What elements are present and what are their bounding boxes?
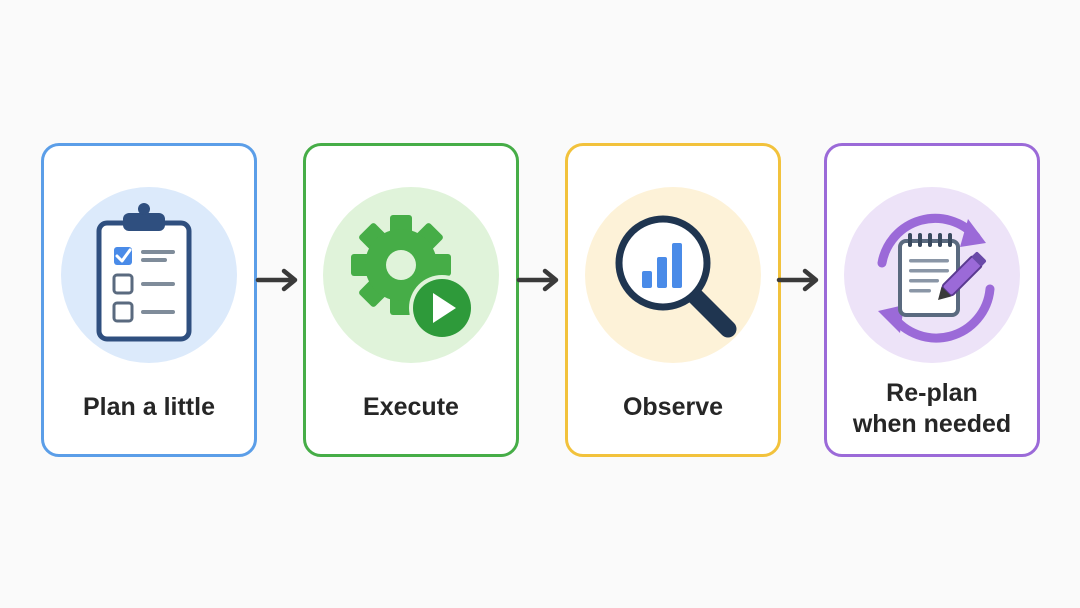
step-card-execute: Execute	[303, 143, 519, 457]
magnifier-chart-icon	[615, 215, 737, 338]
step-label: Observe	[622, 393, 724, 421]
step-label: Re-plan when needed	[852, 379, 1012, 438]
step-label: Plan a little	[83, 393, 215, 421]
arrow-right-icon	[516, 268, 559, 292]
step-label: Execute	[363, 393, 459, 421]
step-card-observe: Observe	[565, 143, 781, 457]
step-card-replan: Re-plan when needed	[824, 143, 1040, 457]
arrow-right-icon	[776, 268, 819, 292]
arrow-right-icon	[255, 268, 298, 292]
step-card-plan: Plan a little	[41, 143, 257, 457]
clipboard-checklist-icon	[96, 203, 192, 342]
gear-play-icon	[351, 215, 475, 341]
cycle-notepad-pencil-icon	[877, 213, 995, 343]
